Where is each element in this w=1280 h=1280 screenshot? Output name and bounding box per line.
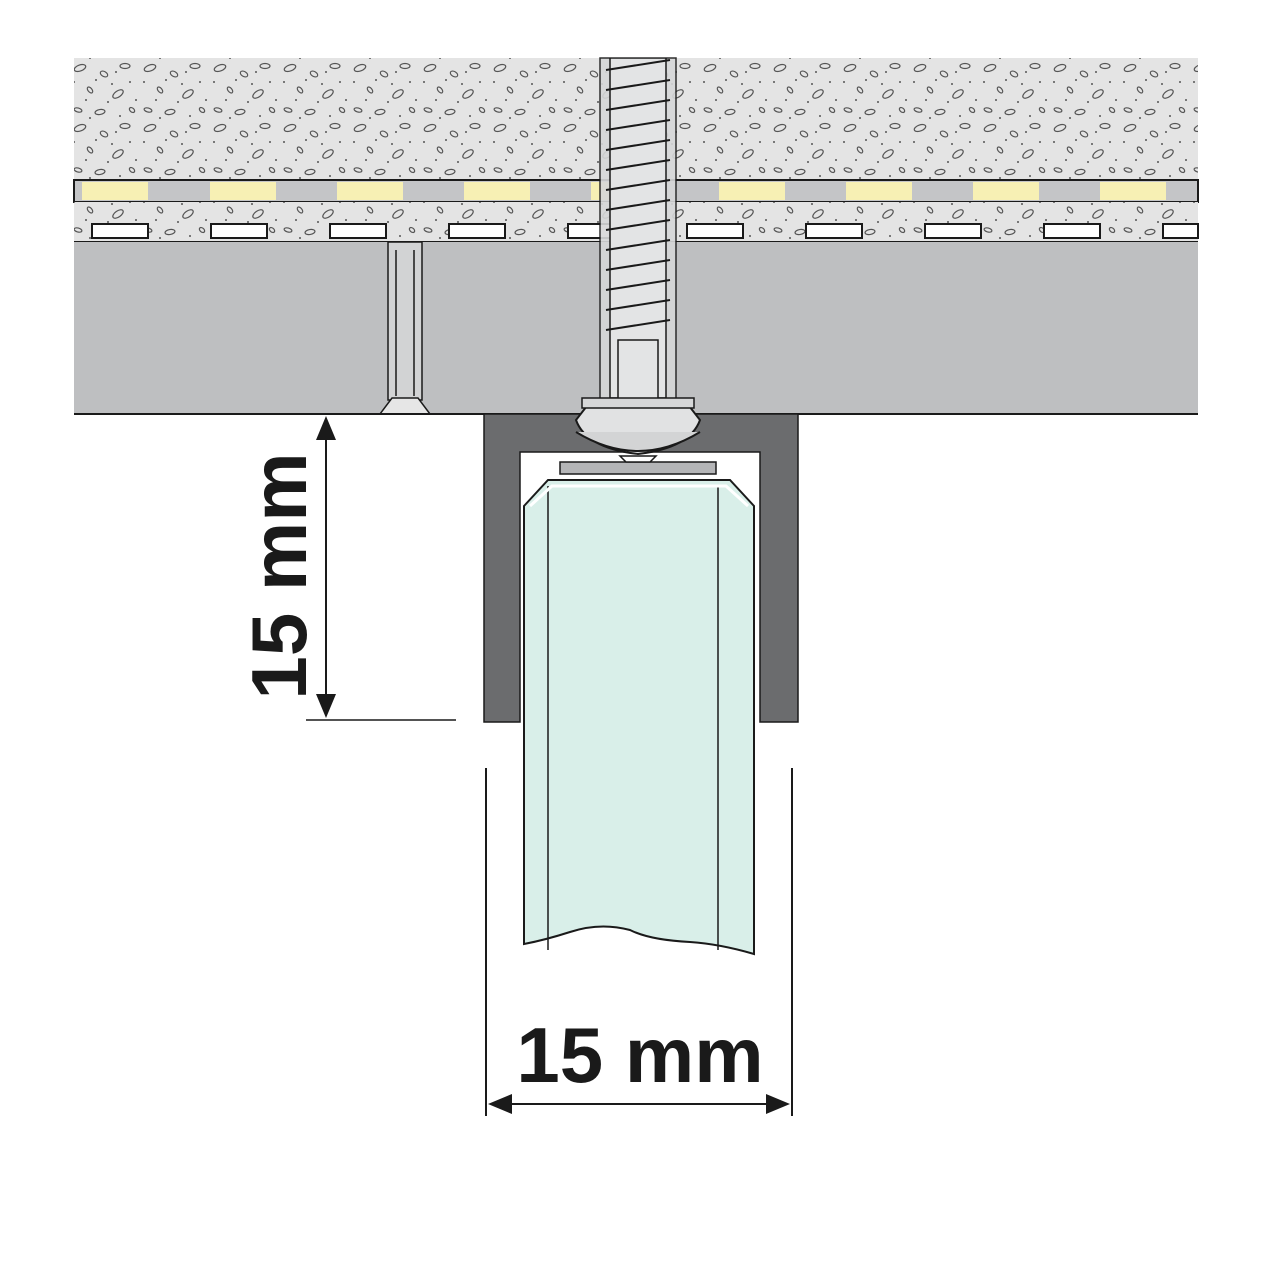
board-screw bbox=[378, 241, 452, 415]
height-dimension-label: 15 mm bbox=[235, 452, 323, 699]
u-profile bbox=[483, 413, 799, 723]
main-screw bbox=[574, 57, 702, 463]
width-dimension-label: 15 mm bbox=[516, 1011, 763, 1099]
glass-panel bbox=[523, 461, 755, 956]
width-dimension: 15 mm bbox=[485, 768, 793, 1116]
height-dimension: 15 mm bbox=[235, 413, 456, 721]
